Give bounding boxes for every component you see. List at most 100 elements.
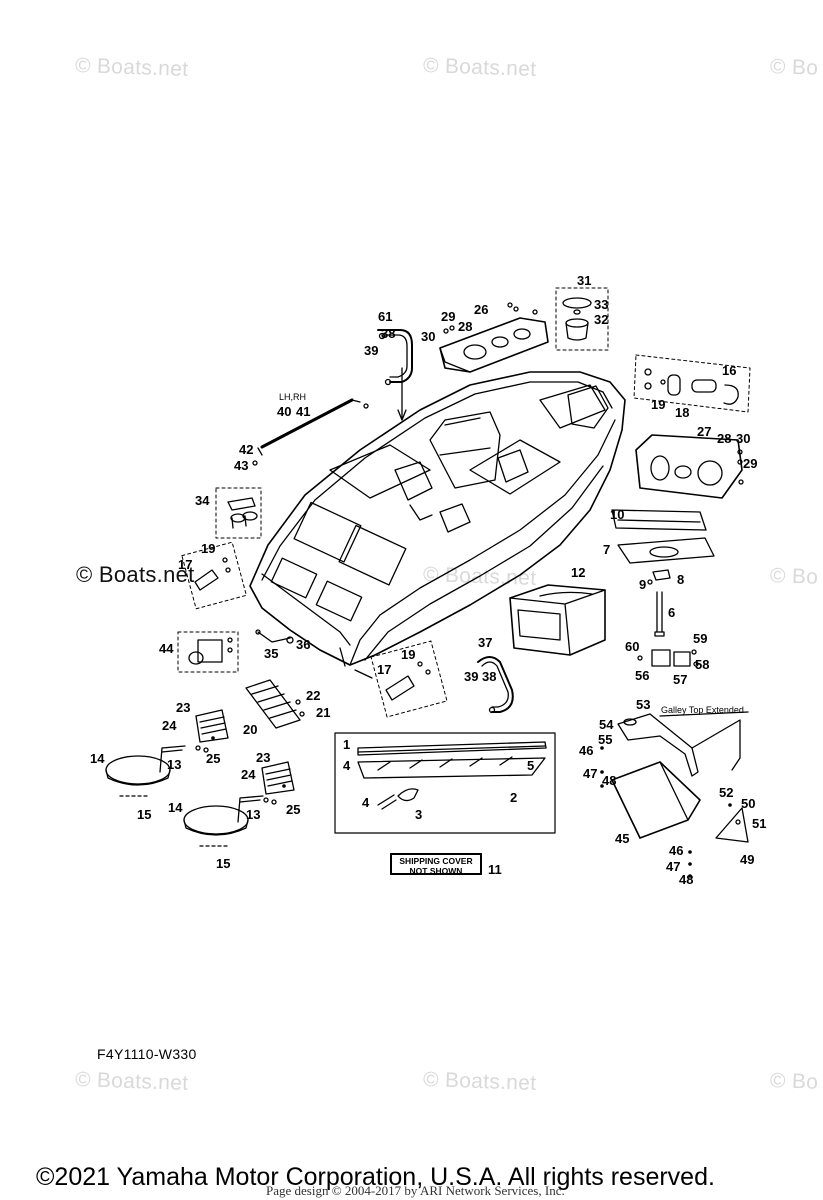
tray-27 xyxy=(635,434,744,499)
callout: 45 xyxy=(615,831,630,846)
callout: 40 xyxy=(277,404,292,419)
callout: 55 xyxy=(598,732,613,747)
galley-53 xyxy=(617,711,749,777)
shipping-line-1: SHIPPING COVER xyxy=(399,856,473,866)
callout: 59 xyxy=(693,631,708,646)
grab-rail-top xyxy=(377,329,413,386)
callout: 2 xyxy=(510,790,518,805)
callout: 43 xyxy=(234,458,249,473)
callout: 14 xyxy=(90,751,105,766)
board-7 xyxy=(617,537,715,564)
callout: 44 xyxy=(159,641,174,656)
callout: 18 xyxy=(675,405,690,420)
callout: 24 xyxy=(162,718,177,733)
group-44 xyxy=(177,631,239,673)
group-17-center xyxy=(370,640,448,718)
tray-26 xyxy=(439,302,549,373)
callout: 46 xyxy=(669,843,684,858)
callout: 50 xyxy=(741,796,756,811)
callout: 13 xyxy=(167,757,182,772)
callout: 6 xyxy=(668,605,676,620)
callout: 46 xyxy=(579,743,594,758)
callout: 23 xyxy=(256,750,271,765)
callout: 33 xyxy=(594,297,609,312)
callout: 25 xyxy=(286,802,301,817)
callout: 58 xyxy=(695,657,710,672)
callout: 32 xyxy=(594,312,609,327)
step-pad-23-bottom xyxy=(261,761,295,805)
side-note: LH,RH xyxy=(279,392,307,402)
callout: 57 xyxy=(673,672,688,687)
callout: 12 xyxy=(571,565,586,580)
callout: 30 xyxy=(421,329,436,344)
rub-rail-box xyxy=(334,732,556,834)
table-14-top xyxy=(105,745,186,797)
callout: 29 xyxy=(441,309,456,324)
cup-holder-31 xyxy=(555,287,609,351)
callout: 42 xyxy=(239,442,254,457)
callout: 22 xyxy=(306,688,321,703)
callout: 1 xyxy=(343,737,351,752)
panel-10 xyxy=(611,509,707,531)
bracket-49 xyxy=(715,807,749,843)
callout: 39 xyxy=(364,343,379,358)
page-design-text: Page design © 2004-2017 by ARI Network S… xyxy=(266,1183,565,1198)
callout: 7 xyxy=(603,542,611,557)
callout: 30 xyxy=(736,431,751,446)
shipping-cover-note: SHIPPING COVER NOT SHOWN xyxy=(390,853,482,876)
callout: 60 xyxy=(625,639,640,654)
callout: 21 xyxy=(316,705,331,720)
callout: 14 xyxy=(168,800,183,815)
callout: 9 xyxy=(639,577,647,592)
rod-40-41 xyxy=(252,398,369,466)
callout: 8 xyxy=(677,572,685,587)
table-14-bottom xyxy=(183,795,264,847)
hardware-dots xyxy=(211,736,732,878)
callout: 48 xyxy=(602,773,617,788)
callout: 16 xyxy=(722,363,737,378)
callout: 19 xyxy=(651,397,666,412)
callout: 19 xyxy=(201,541,216,556)
callout: 28 xyxy=(458,319,473,334)
callout: 27 xyxy=(697,424,712,439)
diagram-code: F4Y1110-W330 xyxy=(97,1046,197,1062)
fitting-35-36 xyxy=(255,629,294,644)
group-17-left xyxy=(181,541,247,610)
callout: 17 xyxy=(377,662,392,677)
group-34 xyxy=(215,487,262,539)
callout: 17 xyxy=(178,557,193,572)
callout: 24 xyxy=(241,767,256,782)
ladder-20 xyxy=(245,679,305,729)
boat-hull xyxy=(249,367,626,679)
callout: 37 xyxy=(478,635,493,650)
callout: 61 xyxy=(378,309,393,324)
callout: 53 xyxy=(636,697,651,712)
callout: 26 xyxy=(474,302,489,317)
callout: 5 xyxy=(527,758,535,773)
callout: 4 xyxy=(362,795,370,810)
post-6 xyxy=(654,591,665,637)
callout: 4 xyxy=(343,758,351,773)
callout: 10 xyxy=(610,507,625,522)
hardware-16 xyxy=(633,354,751,413)
callout: 52 xyxy=(719,785,734,800)
callout: 15 xyxy=(216,856,231,871)
cooler-12 xyxy=(509,584,606,656)
callout: 38 xyxy=(482,669,497,684)
callout: 11 xyxy=(488,862,502,877)
callout: 56 xyxy=(635,668,650,683)
callout: 41 xyxy=(296,404,311,419)
copyright-text: ©2021 Yamaha Motor Corporation, U.S.A. A… xyxy=(36,1163,715,1191)
shipping-line-2: NOT SHOWN xyxy=(409,866,463,876)
callout: 13 xyxy=(246,807,261,822)
galley-45 xyxy=(611,761,701,839)
callout: 36 xyxy=(296,637,311,652)
latch-8 xyxy=(647,569,671,585)
callout: 28 xyxy=(717,431,732,446)
callout: 47 xyxy=(583,766,598,781)
callout: 25 xyxy=(206,751,221,766)
grab-rail-lower xyxy=(477,656,514,714)
callout: 15 xyxy=(137,807,152,822)
callout: 54 xyxy=(599,717,614,732)
